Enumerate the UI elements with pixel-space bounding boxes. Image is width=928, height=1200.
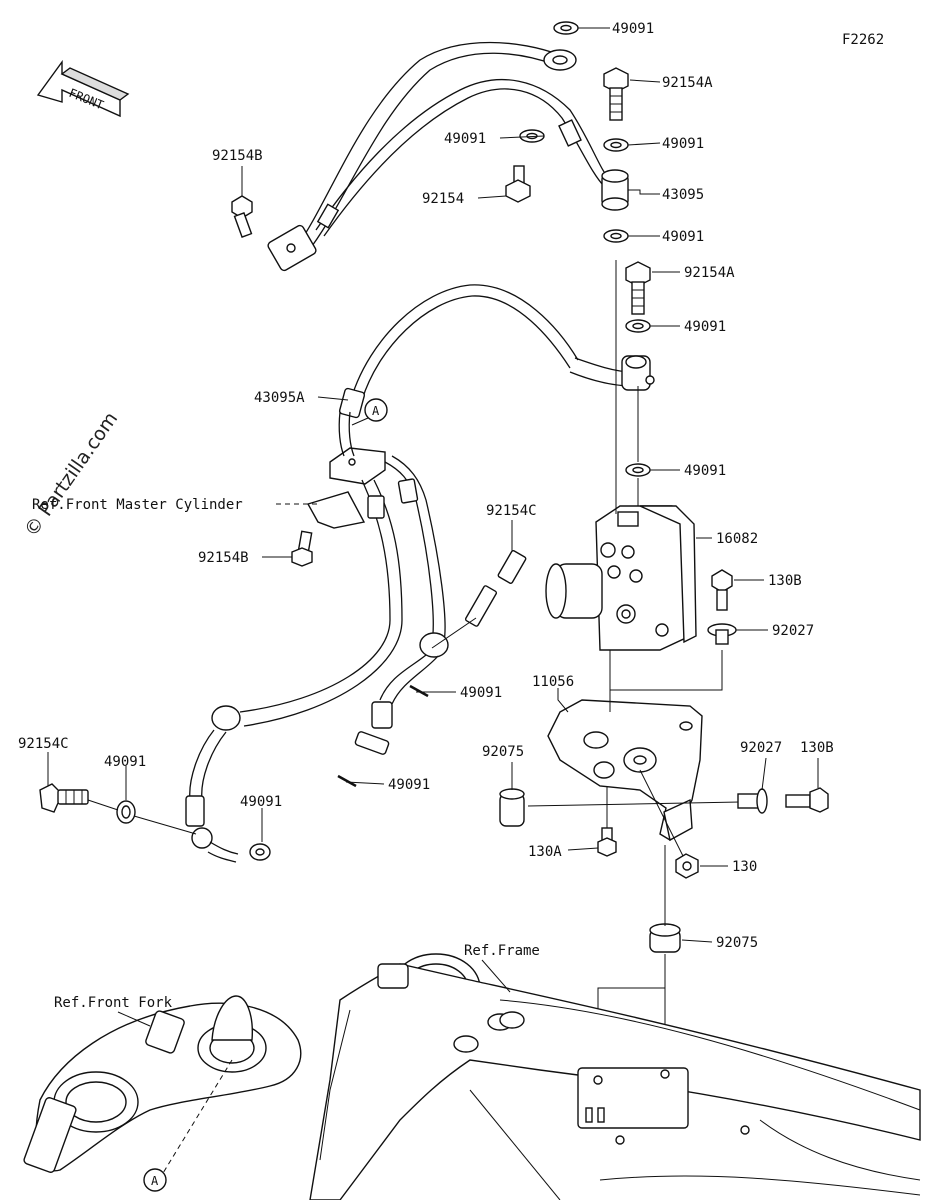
banjo-bolt-left-icon: [39, 783, 89, 813]
svg-text:A: A: [372, 404, 380, 418]
part-label: 43095A: [254, 390, 305, 406]
part-label: 130B: [768, 573, 802, 589]
grommet-92075-icon: [499, 788, 525, 827]
grommet-92075-lower-icon: [649, 923, 681, 953]
leader-lines: [47, 27, 819, 943]
bolt-130a-icon: [597, 827, 617, 857]
bolt-130b-icon: [711, 569, 733, 611]
front-arrow-icon: FRONT: [36, 59, 130, 118]
part-label: 49091: [444, 131, 486, 147]
part-label: 49091: [104, 754, 146, 770]
part-label: 49091: [240, 794, 282, 810]
banjo-fitting-43095: [601, 169, 629, 211]
callout-a-top: A: [364, 398, 388, 422]
watermark: © Partzilla.com: [20, 408, 122, 541]
frame-reference: [309, 953, 921, 1200]
banjo-bolt-icon: [603, 67, 651, 315]
part-label: 49091: [388, 777, 430, 793]
bleeder-valve-icon: [505, 165, 531, 203]
ref-master-cylinder: Ref.Front Master Cylinder: [32, 497, 243, 513]
upper-brake-hose: [267, 41, 611, 272]
bolt-icon: [231, 195, 253, 238]
collar-92027-icon: [707, 623, 737, 645]
part-label: 92154A: [662, 75, 713, 91]
nut-130-icon: [675, 853, 699, 879]
abs-bracket-11056: [547, 699, 703, 842]
part-label: 92154A: [684, 265, 735, 281]
washer-icon: [519, 21, 651, 477]
part-label: 49091: [662, 136, 704, 152]
part-label: 130A: [528, 844, 562, 860]
part-label: 49091: [684, 319, 726, 335]
svg-text:A: A: [151, 1174, 159, 1188]
part-label: 92075: [716, 935, 758, 951]
lower-brake-hoses: [185, 411, 449, 863]
collar-92027-right-icon: [737, 788, 768, 814]
banjo-bolt-92154c-icon: [464, 550, 527, 627]
part-label: 49091: [612, 21, 654, 37]
diagram-code: F2262: [842, 32, 884, 48]
part-label: 130B: [800, 740, 834, 756]
part-label: 49091: [684, 463, 726, 479]
part-label: 92027: [740, 740, 782, 756]
lower-washers: [116, 684, 429, 861]
middle-brake-hose: [338, 284, 655, 419]
ref-frame: Ref.Frame: [464, 943, 540, 959]
part-label: 92154B: [212, 148, 263, 164]
part-label: 16082: [716, 531, 758, 547]
part-labels: 49091 92154A 49091 49091 43095 92154 921…: [18, 21, 834, 1011]
callout-a-bottom: A: [143, 1168, 167, 1192]
part-label: 92154C: [18, 736, 69, 752]
part-label: 92154B: [198, 550, 249, 566]
bolt-130b-right-icon: [785, 787, 829, 813]
part-label: 92027: [772, 623, 814, 639]
part-label: 130: [732, 859, 757, 875]
abs-hydraulic-unit: [545, 505, 697, 651]
master-cylinder-bracket: [291, 491, 366, 567]
part-label: 49091: [460, 685, 502, 701]
part-label: 11056: [532, 674, 574, 690]
hose-junction-block: [329, 447, 386, 485]
ref-front-fork: Ref.Front Fork: [54, 995, 173, 1011]
part-label: 43095: [662, 187, 704, 203]
part-label: 92154: [422, 191, 464, 207]
front-fork-reference: [23, 995, 302, 1173]
part-label: 92154C: [486, 503, 537, 519]
part-label: 92075: [482, 744, 524, 760]
part-label: 49091: [662, 229, 704, 245]
